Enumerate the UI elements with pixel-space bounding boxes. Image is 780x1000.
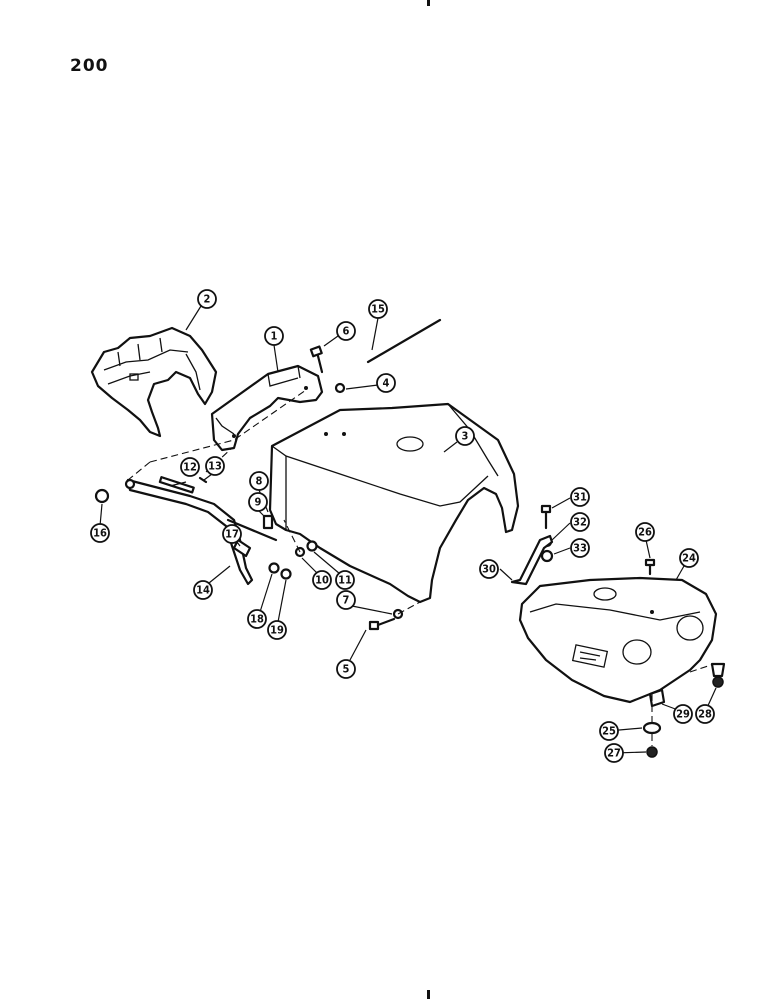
part-29-bracket <box>648 688 666 708</box>
callout-13-label: 13 <box>208 460 222 473</box>
callout-18-label: 18 <box>250 613 264 626</box>
page-number: 200 <box>70 56 109 76</box>
callout-6: 6 <box>336 321 356 341</box>
callout-15-label: 15 <box>371 303 385 316</box>
callout-33-label: 33 <box>573 542 587 555</box>
callout-1: 1 <box>264 326 284 346</box>
part-1-panel <box>210 364 324 452</box>
part-8-rod <box>226 518 278 542</box>
callout-29: 29 <box>673 704 693 724</box>
part-15-rod <box>366 318 442 364</box>
callout-14: 14 <box>193 580 213 600</box>
part-3-hood-cover <box>268 402 520 604</box>
callout-3: 3 <box>455 426 475 446</box>
callout-9-label: 9 <box>255 496 262 509</box>
callout-32-label: 32 <box>573 516 587 529</box>
part-30-strap <box>510 534 554 586</box>
callout-5: 5 <box>336 659 356 679</box>
callout-25-label: 25 <box>602 725 616 738</box>
part-6-bolt <box>309 345 324 374</box>
part-24-housing <box>518 576 718 704</box>
callout-6-label: 6 <box>343 325 350 338</box>
registration-mark-top <box>427 0 430 6</box>
part-5-bolt <box>368 617 396 631</box>
callout-19-label: 19 <box>270 624 284 637</box>
callout-4: 4 <box>376 373 396 393</box>
part-25-grommet <box>642 721 662 735</box>
callout-13: 13 <box>205 456 225 476</box>
part-33-nut <box>540 549 554 563</box>
callout-17-label: 17 <box>225 528 239 541</box>
callout-16: 16 <box>90 523 110 543</box>
callout-17: 17 <box>222 524 242 544</box>
callout-1-label: 1 <box>271 330 278 343</box>
registration-mark-bottom <box>427 990 430 999</box>
callout-12: 12 <box>180 457 200 477</box>
part-4-nut <box>334 382 346 394</box>
part-16-knob <box>94 488 110 504</box>
callout-11-label: 11 <box>338 574 352 587</box>
callout-28: 28 <box>695 704 715 724</box>
callout-27: 27 <box>604 743 624 763</box>
callout-29-label: 29 <box>676 708 690 721</box>
callout-19: 19 <box>267 620 287 640</box>
callout-28-label: 28 <box>698 708 712 721</box>
part-18-nut <box>268 562 280 574</box>
part-26-screw <box>644 558 656 576</box>
part-2-bracket <box>90 326 218 438</box>
callout-30-label: 30 <box>482 563 496 576</box>
callout-25: 25 <box>599 721 619 741</box>
callout-8: 8 <box>249 471 269 491</box>
callout-31: 31 <box>570 487 590 507</box>
part-28-clamp <box>710 662 726 688</box>
callout-24-label: 24 <box>682 552 696 565</box>
callout-9: 9 <box>248 492 268 512</box>
callout-18: 18 <box>247 609 267 629</box>
callout-16-label: 16 <box>93 527 107 540</box>
callout-32: 32 <box>570 512 590 532</box>
callout-31-label: 31 <box>573 491 587 504</box>
callout-4-label: 4 <box>383 377 390 390</box>
part-13-screw <box>198 476 208 484</box>
callout-30: 30 <box>479 559 499 579</box>
callout-3-label: 3 <box>462 430 469 443</box>
callout-8-label: 8 <box>256 475 263 488</box>
callout-7: 7 <box>336 590 356 610</box>
callout-2: 2 <box>197 289 217 309</box>
callout-2-label: 2 <box>204 293 211 306</box>
part-9-clip <box>262 514 274 530</box>
callout-15: 15 <box>368 299 388 319</box>
part-27-nut <box>646 746 658 758</box>
callout-26-label: 26 <box>638 526 652 539</box>
callout-12-label: 12 <box>183 461 197 474</box>
part-19-nut <box>280 568 292 580</box>
callout-14-label: 14 <box>196 584 210 597</box>
callout-24: 24 <box>679 548 699 568</box>
callout-10: 10 <box>312 570 332 590</box>
callout-10-label: 10 <box>315 574 329 587</box>
callout-5-label: 5 <box>343 663 350 676</box>
callout-33: 33 <box>570 538 590 558</box>
part-14-linkage <box>124 478 254 586</box>
callout-27-label: 27 <box>607 747 621 760</box>
callout-7-label: 7 <box>343 594 350 607</box>
part-31-bolt <box>540 504 552 530</box>
callout-11: 11 <box>335 570 355 590</box>
part-11-nut <box>306 540 318 552</box>
callout-26: 26 <box>635 522 655 542</box>
